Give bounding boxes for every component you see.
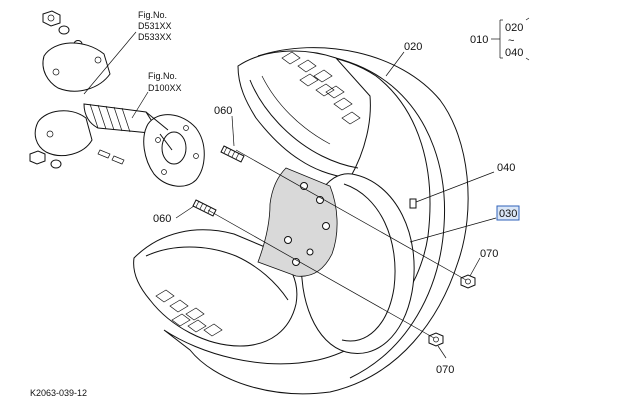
callout-tire[interactable]: 020 — [404, 41, 422, 53]
leader-lines — [83, 31, 497, 359]
fig-ref-1-heading: Fig.No. — [138, 10, 167, 20]
valve-stem — [409, 198, 417, 209]
fig-ref-2-line1: D100XX — [148, 83, 182, 93]
assembly-range-top: 020 — [505, 22, 523, 34]
fig-ref-1-line1: D531XX — [138, 21, 172, 31]
stud-lower-drawing — [192, 199, 217, 217]
rim-drawing — [257, 167, 417, 354]
fig-ref-2-heading: Fig.No. — [148, 71, 177, 81]
assembly-range-tilde: ~ — [508, 35, 514, 47]
callout-rim-highlight[interactable] — [496, 205, 520, 221]
assembly-range: 010 020 ~ 040 — [470, 17, 530, 61]
hub-assembly-drawing — [29, 10, 205, 187]
fig-ref-1-line2: D533XX — [138, 32, 172, 42]
assembly-range-bottom: 040 — [505, 47, 523, 59]
callout-rim[interactable]: 030 — [499, 208, 517, 220]
callout-nut-right[interactable]: 070 — [480, 248, 498, 260]
tire-drawing — [133, 47, 469, 395]
nut-bottom-drawing — [428, 332, 444, 347]
callout-stud-lower[interactable]: 060 — [153, 213, 171, 225]
callout-nut-bottom[interactable]: 070 — [436, 364, 454, 376]
callout-stud-upper[interactable]: 060 — [214, 105, 232, 117]
nut-right-drawing — [460, 274, 476, 289]
stud-upper-drawing — [220, 145, 245, 163]
drawing-code: K2063-039-12 — [30, 388, 87, 398]
assembly-code: 010 — [470, 34, 488, 46]
callout-valve[interactable]: 040 — [497, 162, 515, 174]
